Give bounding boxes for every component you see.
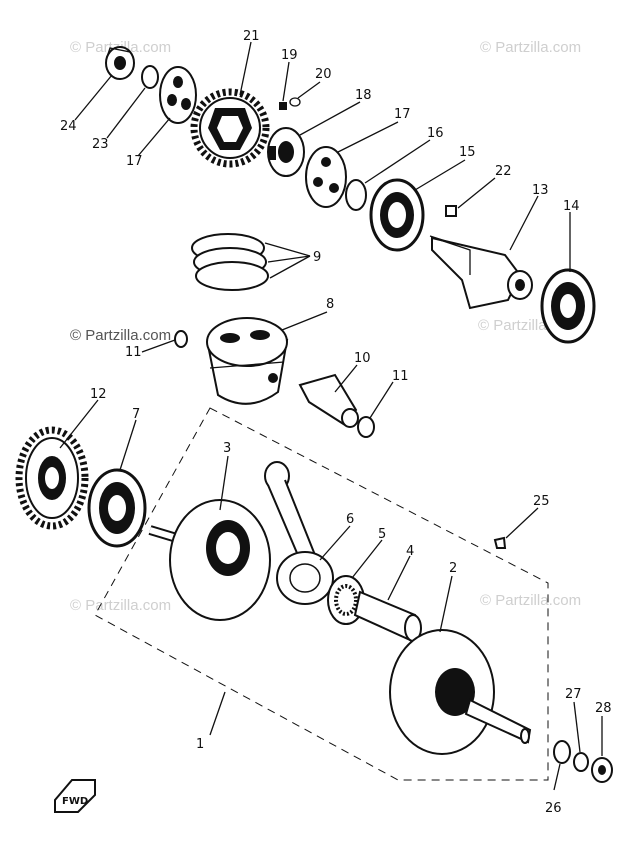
part-label-5: 5 [378, 527, 386, 542]
fwd-arrow-icon: FWD [54, 779, 96, 813]
part-label-26: 26 [545, 801, 562, 816]
part-label-14: 14 [563, 199, 580, 214]
part-label-13: 13 [532, 183, 549, 198]
nut-part [105, 46, 135, 80]
connecting-rod-part [264, 461, 334, 605]
crank-left-part [148, 499, 271, 621]
crank-bearing-part [87, 468, 147, 548]
part-label-24: 24 [60, 119, 77, 134]
part-label-2: 2 [449, 561, 457, 576]
bearing-part [369, 178, 425, 252]
watermark: © Partzilla.com [480, 592, 581, 609]
watermark: © Partzilla.com [480, 39, 581, 56]
part-label-18: 18 [355, 88, 372, 103]
part-label-16: 16 [427, 126, 444, 141]
part-label-10: 10 [354, 351, 371, 366]
part-label-6: 6 [346, 512, 354, 527]
watermark: © Partzilla.com [70, 597, 171, 614]
piston-part [206, 317, 289, 405]
piston-pin-clip-part [357, 416, 375, 438]
lock-plate-part [305, 146, 347, 208]
part-label-1: 1 [196, 737, 204, 752]
part-label-7: 7 [132, 407, 140, 422]
part-label-9: 9 [313, 250, 321, 265]
part-label-8: 8 [326, 297, 334, 312]
crank-gear-part [15, 426, 89, 530]
part-label-28: 28 [595, 701, 612, 716]
spacer-washer-part [345, 179, 367, 211]
bearing-part [540, 268, 596, 344]
piston-pin-part [298, 373, 359, 428]
part-label-11b: 11 [392, 369, 409, 384]
part-label-19: 19 [281, 48, 298, 63]
part-label-12: 12 [90, 387, 107, 402]
plug-part [445, 205, 457, 217]
fwd-label: FWD [62, 796, 88, 807]
part-label-15: 15 [459, 145, 476, 160]
crank-right-part [389, 629, 532, 755]
part-label-20: 20 [315, 67, 332, 82]
primary-gear-part [190, 88, 270, 168]
part-label-17b: 17 [394, 107, 411, 122]
assembly-outline [94, 407, 549, 781]
lock-plate-part [159, 66, 197, 124]
watermark: © Partzilla.com [70, 327, 171, 344]
part-label-3: 3 [223, 441, 231, 456]
washer-part [553, 740, 571, 764]
part-label-23: 23 [92, 137, 109, 152]
part-label-21: 21 [243, 29, 260, 44]
woodruff-key-part [279, 102, 287, 110]
part-label-27: 27 [565, 687, 582, 702]
balancer-shaft-part [429, 235, 533, 310]
key-washer-part [289, 97, 301, 107]
piston-pin-clip-part [174, 330, 188, 348]
lock-washer-part [573, 752, 589, 772]
part-labels: 24 23 17 21 19 20 18 17 16 15 22 13 14 9… [60, 29, 612, 816]
part-label-25: 25 [533, 494, 550, 509]
piston-rings-part [191, 233, 269, 291]
crank-pin-part [353, 590, 422, 642]
part-label-17: 17 [126, 154, 143, 169]
part-label-11: 11 [125, 345, 142, 360]
part-label-22: 22 [495, 164, 512, 179]
crank-key-part [493, 536, 507, 549]
part-label-4: 4 [406, 544, 414, 559]
watermarks: © Partzilla.com © Partzilla.com © Partzi… [70, 39, 581, 614]
leader-lines [59, 41, 603, 791]
crank-nut-part [591, 757, 613, 783]
lock-washer-part [141, 65, 159, 89]
clutch-hub-part [267, 127, 305, 177]
